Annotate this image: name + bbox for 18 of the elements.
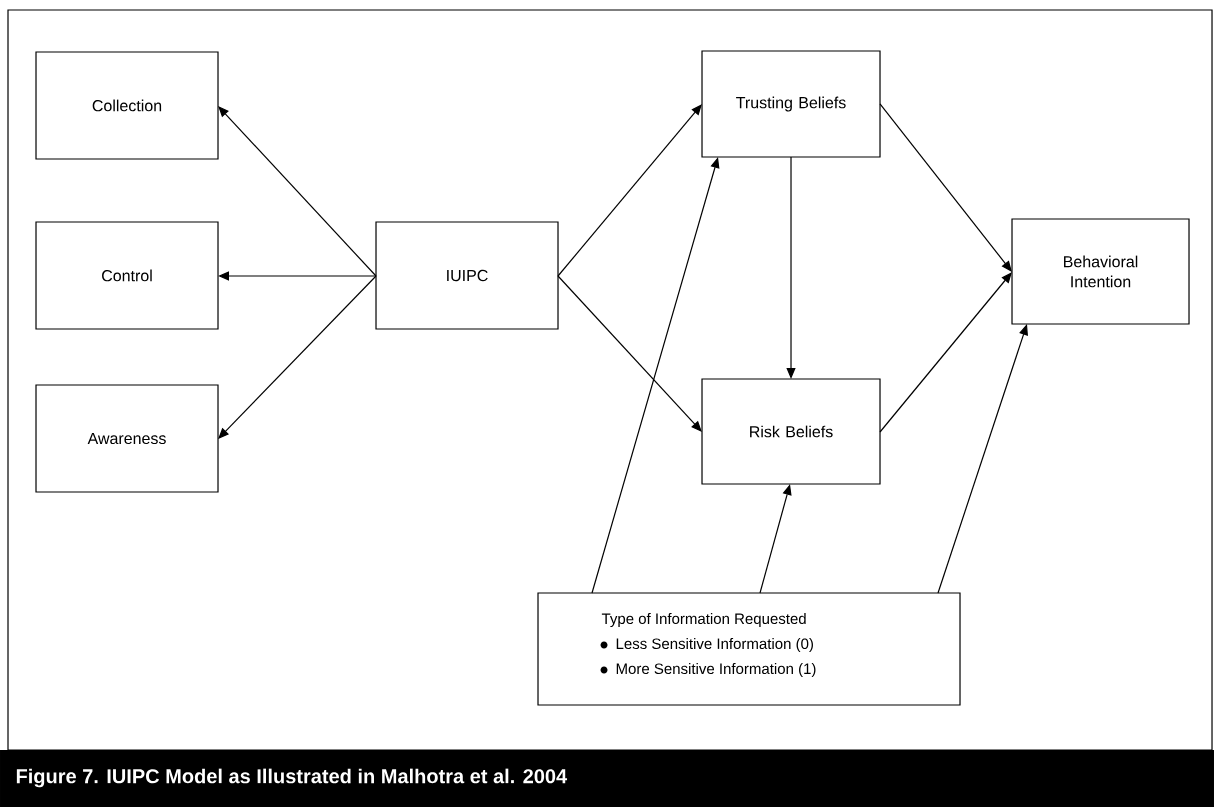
box: Risk Beliefs — [701, 378, 881, 485]
box: Trusting Beliefs — [701, 50, 881, 158]
box: Collection — [35, 51, 219, 160]
arrow — [557, 104, 702, 277]
box: Type of Information Requested Less Sensitive Information (0) More Sensitive Information (1) — [537, 592, 961, 706]
arrow — [879, 103, 1012, 272]
box: IUIPC — [375, 221, 559, 330]
box: Awareness — [35, 384, 219, 493]
arrow — [591, 157, 720, 594]
box: Control — [35, 221, 219, 330]
arrow — [937, 324, 1028, 594]
arrow — [759, 484, 792, 594]
arrow — [218, 106, 377, 277]
caption: Figure 7. IUIPC Model as Illustrated in Malhotra et al. 2004 — [0, 750, 1214, 807]
arrow — [557, 275, 702, 432]
arrow — [879, 272, 1012, 433]
arrow — [218, 275, 377, 439]
box: Behavioral Intention — [1011, 218, 1190, 325]
